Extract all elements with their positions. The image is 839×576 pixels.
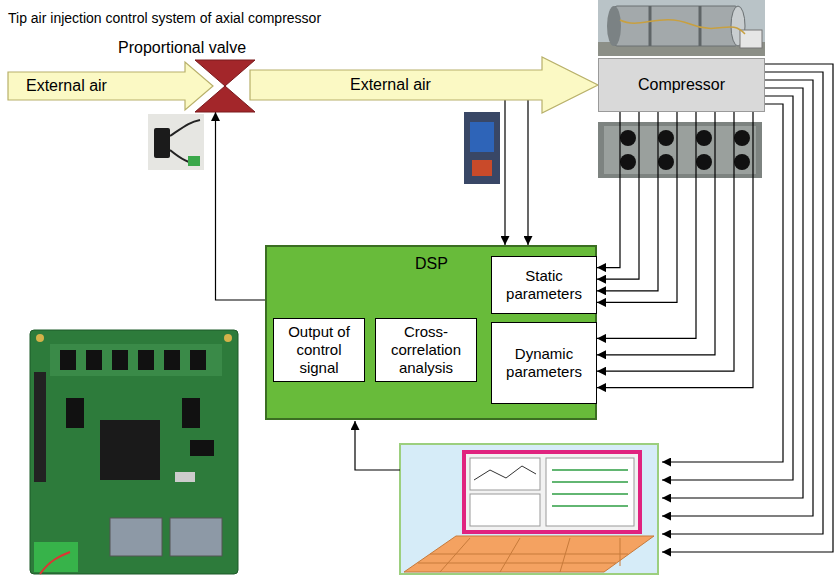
sensor-photo — [598, 122, 762, 178]
dsp-board-photo — [182, 398, 200, 428]
signal-wire — [662, 88, 803, 498]
process-box: Output of control signal — [273, 318, 365, 382]
signal-wire — [662, 80, 813, 516]
signal-connector — [216, 112, 266, 300]
signal-wire — [662, 96, 793, 480]
signal-connector — [504, 100, 505, 245]
dsp-board-photo — [100, 420, 160, 480]
dsp-board-photo — [190, 350, 206, 370]
valve-photo — [148, 114, 204, 170]
signal-connector — [597, 112, 677, 302]
flow-arrow — [250, 57, 598, 113]
pressure-sensor-photo — [464, 112, 500, 184]
input-box: Static parameters — [491, 256, 597, 314]
signal-connector — [597, 112, 658, 291]
signal-connector — [597, 112, 734, 371]
laptop-computer — [470, 458, 540, 490]
compressor-box: Compressor — [598, 58, 765, 112]
sensor-photo — [734, 130, 750, 146]
compressor-photo — [598, 0, 765, 56]
signal-connector — [597, 112, 696, 338]
dsp-board-photo — [190, 440, 214, 456]
sensor-photo — [658, 130, 674, 146]
compressor-photo — [620, 20, 745, 34]
node-label: Cross-correlation analysis — [380, 323, 472, 377]
signal-wire — [355, 421, 400, 470]
pressure-sensor-photo — [470, 122, 494, 152]
dsp-board-photo — [34, 372, 46, 482]
valve-photo — [188, 156, 200, 166]
compressor-photo — [649, 6, 652, 46]
signal-wire — [662, 72, 823, 534]
signal-connector — [597, 112, 753, 388]
laptop-computer — [400, 444, 658, 574]
node-label: Dynamic parameters — [496, 345, 592, 381]
external-air-arrow: External air — [8, 72, 213, 100]
laptop-computer — [546, 458, 634, 526]
signal-wire — [662, 104, 783, 462]
laptop-computer — [464, 452, 640, 532]
diagram-title: Tip air injection control system of axia… — [8, 10, 321, 26]
sensor-photo — [734, 154, 750, 170]
dsp-board-photo — [170, 518, 222, 556]
laptop-computer — [400, 444, 658, 574]
pressure-sensor-photo — [472, 160, 492, 176]
sensor-photo — [696, 130, 712, 146]
sensor-photo — [620, 130, 636, 146]
sensor-photo — [658, 154, 674, 170]
dsp-board-photo — [40, 552, 70, 574]
compressor-photo — [614, 6, 738, 46]
dsp-board-photo — [30, 330, 238, 574]
valve-photo — [154, 128, 170, 158]
laptop-computer — [404, 536, 654, 572]
compressor-photo — [607, 6, 621, 46]
sensor-photo — [604, 126, 756, 174]
dsp-board-photo — [36, 334, 44, 342]
laptop-computer — [474, 466, 536, 480]
valve-photo — [148, 114, 204, 170]
signal-connector — [597, 112, 639, 279]
sensor-photo — [598, 122, 762, 178]
node-label: Proportional valve — [118, 38, 268, 57]
node-label: External air — [8, 72, 213, 100]
sensor-photo — [696, 154, 712, 170]
dsp-board-photo — [138, 350, 154, 370]
dsp-board-photo — [34, 542, 78, 572]
compressor-photo — [598, 0, 765, 56]
node-label: External air — [250, 70, 598, 100]
sensor-photo — [620, 154, 636, 170]
dsp-board-photo — [224, 334, 232, 342]
dsp-board-photo — [50, 344, 222, 376]
node-label: DSP — [415, 254, 448, 273]
dsp-board-photo — [60, 350, 76, 370]
node-label: Static parameters — [496, 267, 592, 303]
laptop-computer — [552, 470, 628, 506]
dsp-board-photo — [112, 350, 128, 370]
dsp-board-photo — [175, 472, 195, 482]
node-label: Compressor — [638, 75, 725, 94]
signal-connector — [597, 112, 620, 268]
external-air-arrow: External air — [250, 70, 598, 100]
process-box: Cross-correlation analysis — [375, 318, 477, 382]
laptop-computer — [470, 494, 540, 526]
flow-arrow — [8, 62, 213, 110]
dsp-board-photo — [110, 518, 162, 556]
input-box: Dynamic parameters — [491, 322, 597, 404]
dsp-board: DSP Output of control signal Cross-correla… — [265, 245, 597, 420]
dsp-board-photo — [30, 330, 238, 574]
laptop-computer — [418, 538, 628, 572]
dsp-board-photo — [86, 350, 102, 370]
signal-wire — [662, 64, 833, 552]
signal-connector — [527, 100, 528, 245]
dsp-board-photo — [164, 350, 180, 370]
node-label: Output of control signal — [278, 323, 360, 377]
signal-connector — [597, 112, 715, 355]
compressor-photo — [699, 6, 702, 46]
pressure-sensor-photo — [464, 112, 500, 184]
dsp-board-photo — [66, 398, 84, 428]
